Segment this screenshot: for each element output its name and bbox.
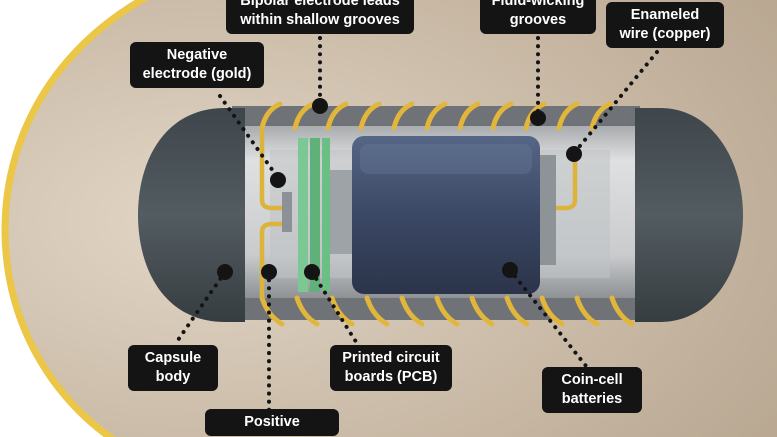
battery-highlight [360,144,532,174]
coin-cell-batteries-label: Coin-cell batteries [542,367,642,413]
fluid-wicking-grooves-label: Fluid-wicking grooves [480,0,596,34]
pcb-label: Printed circuit boards (PCB) [330,345,452,391]
positive-electrode-label: Positive [205,409,339,436]
leader-dots [217,98,582,280]
pcb-board-3 [322,138,330,292]
enameled-wire-label: Enameled wire (copper) [606,2,724,48]
negative-electrode-label: Negative electrode (gold) [130,42,264,88]
top-coil-wires [259,101,613,131]
pcb-board-2 [310,138,320,292]
right-end-cap [635,108,743,322]
bottom-coil-wires [259,295,635,327]
capsule-body-label: Capsule body [128,345,218,391]
bipolar-electrode-leads-label: Bipolar electrode leads within shallow g… [226,0,414,34]
negative-electrode-connector [282,192,292,232]
leader-lines [176,36,659,412]
right-connector [540,155,556,265]
pcb-spacer [330,170,354,254]
coin-cell-battery [352,136,540,294]
electrode-leads [259,127,578,301]
pcb-board-1 [298,138,308,292]
